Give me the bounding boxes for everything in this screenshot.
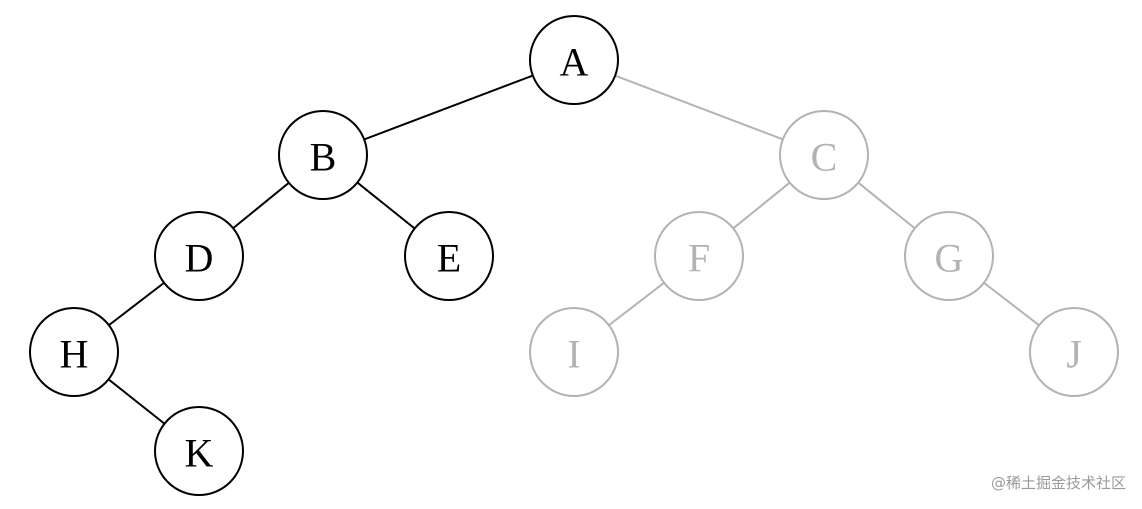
node-label: H — [60, 332, 89, 377]
node-label: A — [560, 40, 589, 85]
node-circle — [278, 110, 368, 200]
node-circle — [29, 307, 119, 397]
node-label: G — [935, 236, 964, 281]
tree-node-a: A — [529, 15, 619, 105]
node-circle — [404, 211, 494, 301]
watermark: @稀土掘金技术社区 — [990, 474, 1126, 492]
node-circle — [1029, 307, 1119, 397]
node-circle — [904, 211, 994, 301]
node-label: C — [811, 135, 838, 180]
tree-node-f: F — [654, 211, 744, 301]
tree-node-h: H — [29, 307, 119, 397]
node-circle — [154, 211, 244, 301]
node-circle — [654, 211, 744, 301]
tree-node-k: K — [154, 406, 244, 496]
tree-node-e: E — [404, 211, 494, 301]
tree-node-b: B — [278, 110, 368, 200]
node-circle — [779, 110, 869, 200]
node-label: K — [185, 431, 214, 476]
node-circle — [154, 406, 244, 496]
tree-node-g: G — [904, 211, 994, 301]
node-circle — [529, 15, 619, 105]
tree-node-d: D — [154, 211, 244, 301]
node-label: B — [310, 135, 337, 180]
node-label: I — [567, 332, 580, 377]
node-label: E — [437, 236, 461, 281]
tree-node-c: C — [779, 110, 869, 200]
tree-nodes: A B C D E F G H I J K — [29, 15, 1119, 496]
node-label: J — [1066, 332, 1082, 377]
node-circle — [529, 307, 619, 397]
tree-node-i: I — [529, 307, 619, 397]
node-label: F — [688, 236, 710, 281]
node-label: D — [185, 236, 214, 281]
tree-node-j: J — [1029, 307, 1119, 397]
